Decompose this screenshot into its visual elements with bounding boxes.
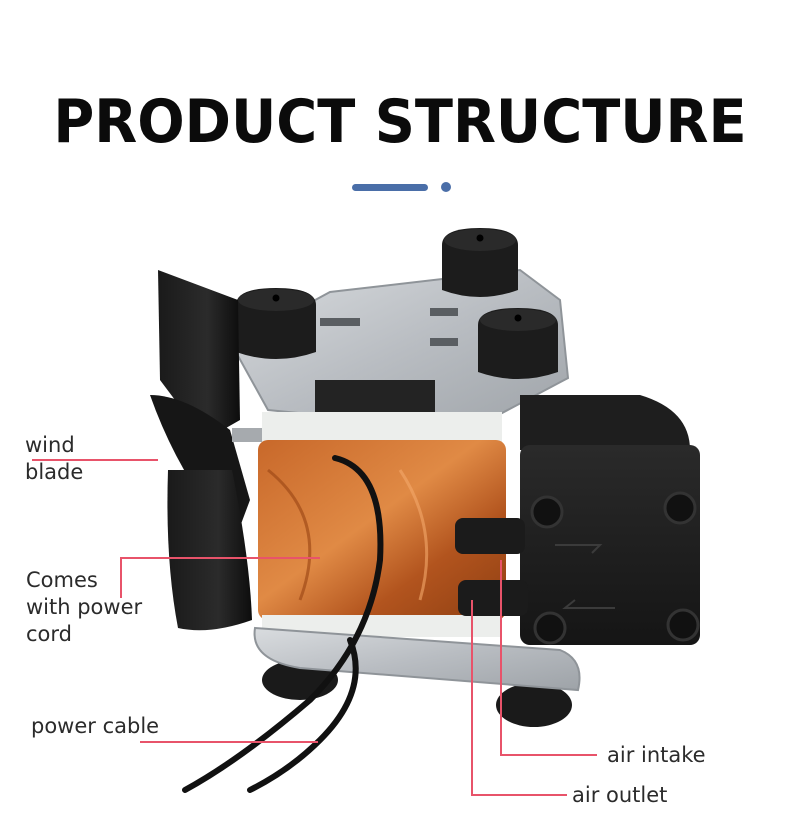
callout-line-wind-blade <box>32 459 158 461</box>
callout-line-power-cord <box>120 557 320 559</box>
label-power-cord: Comes with power cord <box>26 568 143 646</box>
rubber-foot <box>478 308 558 379</box>
page-title: PRODUCT STRUCTURE <box>53 87 747 157</box>
power-cord-graphic <box>182 455 384 793</box>
pump-head <box>520 395 700 645</box>
wind-blade-graphic <box>150 270 272 631</box>
air-nozzles <box>455 518 528 616</box>
label-power-cable: power cable <box>31 714 160 738</box>
callout-line-air-outlet <box>471 794 567 796</box>
callout-line-air-intake <box>500 754 597 756</box>
label-air-outlet: air outlet <box>572 783 668 807</box>
callout-line-air-outlet-vertical <box>471 600 473 796</box>
rubber-foot <box>442 228 518 297</box>
label-wind-blade: wind blade <box>25 433 84 484</box>
callout-line-air-intake-vertical <box>500 560 502 756</box>
title-accent-bar <box>352 184 428 191</box>
label-air-intake: air intake <box>607 743 706 767</box>
title-accent-dot <box>441 182 451 192</box>
callout-line-power-cable <box>140 741 318 743</box>
rubber-foot <box>236 288 316 359</box>
callout-line-power-cord-vertical <box>120 557 122 598</box>
